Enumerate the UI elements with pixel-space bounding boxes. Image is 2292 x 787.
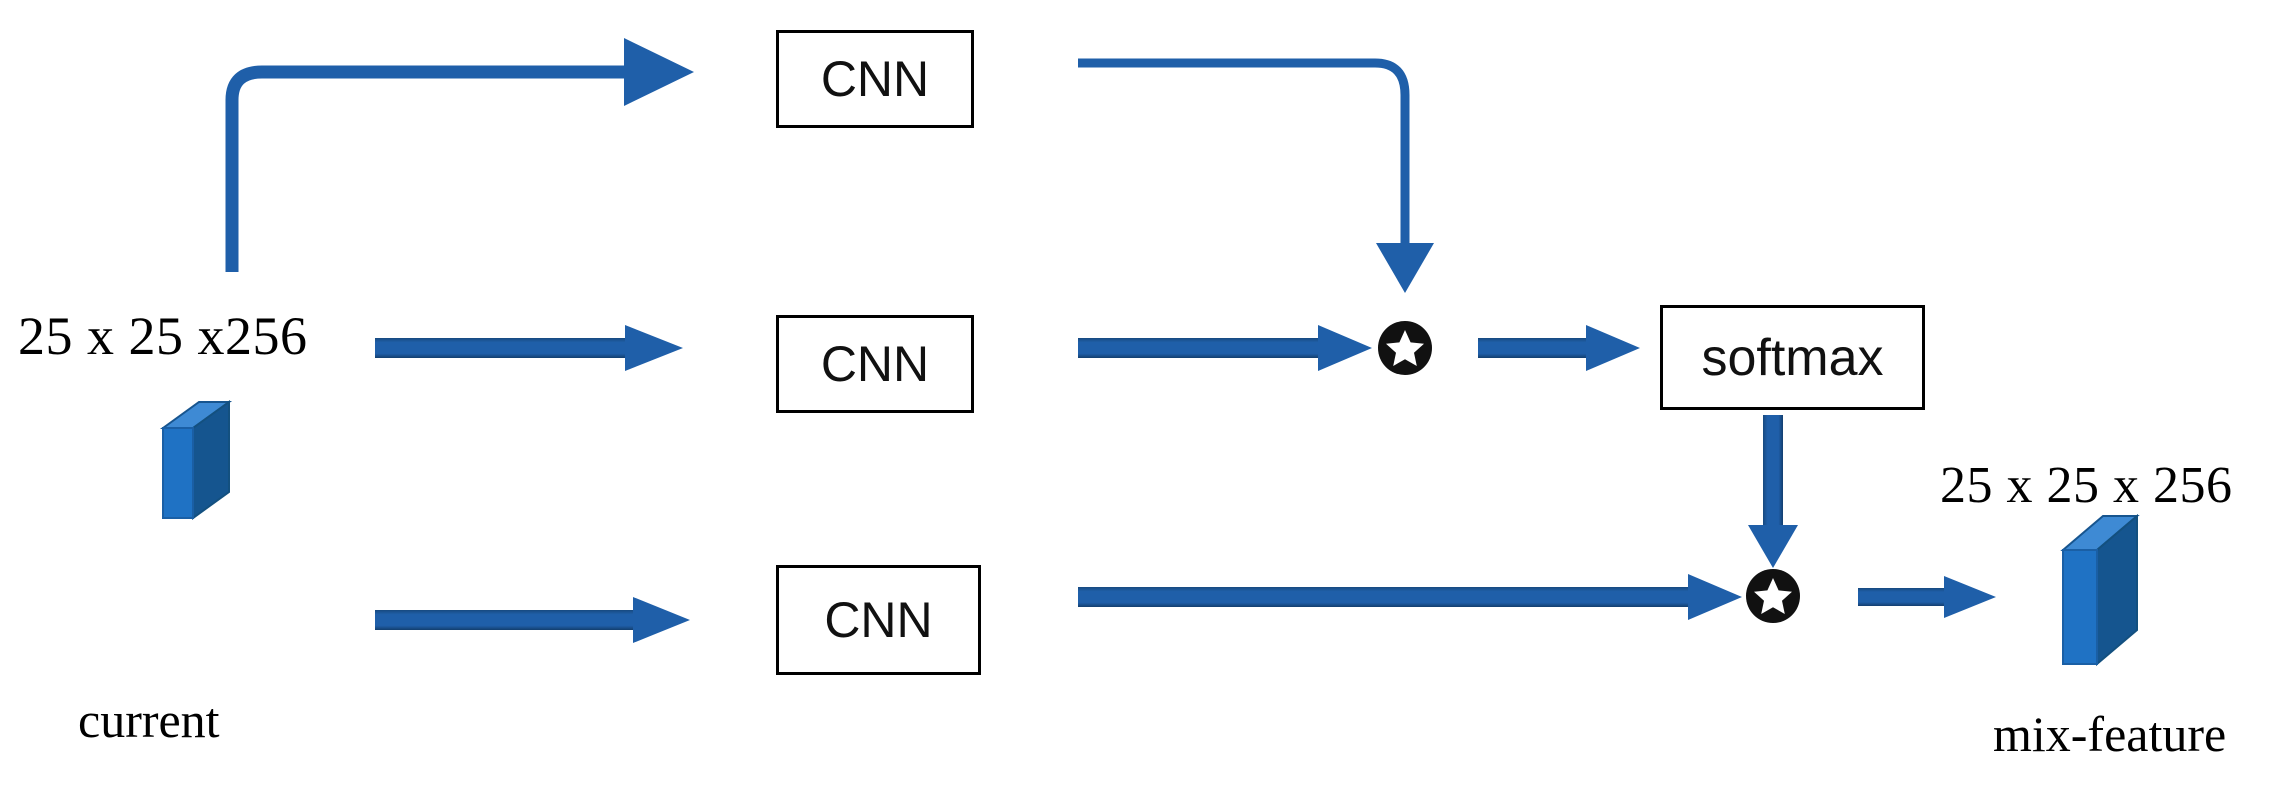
connector-softmax-to-correlation2 [1748,415,1798,568]
current-feature-label: current feature [78,573,220,787]
connector-cnn-top-to-correlation1 [1078,58,1434,293]
correlation-operator-1 [1378,321,1432,375]
current-feature-label-line1: current [78,692,220,748]
cnn-block-top-label: CNN [820,51,930,107]
mix-feature-label: mix-feature [1993,706,2227,762]
output-dimensions-label: 25 x 25 x 256 [1940,457,2233,514]
connector-cnn-middle-to-correlation1 [1078,325,1372,371]
connector-skip-up-to-cnn-top [225,38,694,272]
cnn-block-bottom[interactable]: CNN [776,565,981,675]
cnn-block-middle-label: CNN [820,336,930,392]
mix-feature-prism [2060,513,2140,667]
cnn-block-middle[interactable]: CNN [776,315,974,413]
cnn-block-top[interactable]: CNN [776,30,974,128]
connector-input-to-cnn-middle [375,325,683,371]
current-feature-prism [159,400,233,520]
connector-correlation2-to-output [1858,576,1996,618]
cnn-block-bottom-label: CNN [824,592,933,648]
connector-input-to-cnn-bottom [375,597,690,643]
connector-cnn-bottom-to-correlation2 [1078,574,1742,620]
correlation-operator-2 [1746,569,1800,623]
connector-correlation1-to-softmax [1478,325,1640,371]
softmax-block-label: softmax [1701,328,1884,387]
input-dimensions-label: 25 x 25 x256 [18,306,308,366]
softmax-block[interactable]: softmax [1660,305,1925,410]
